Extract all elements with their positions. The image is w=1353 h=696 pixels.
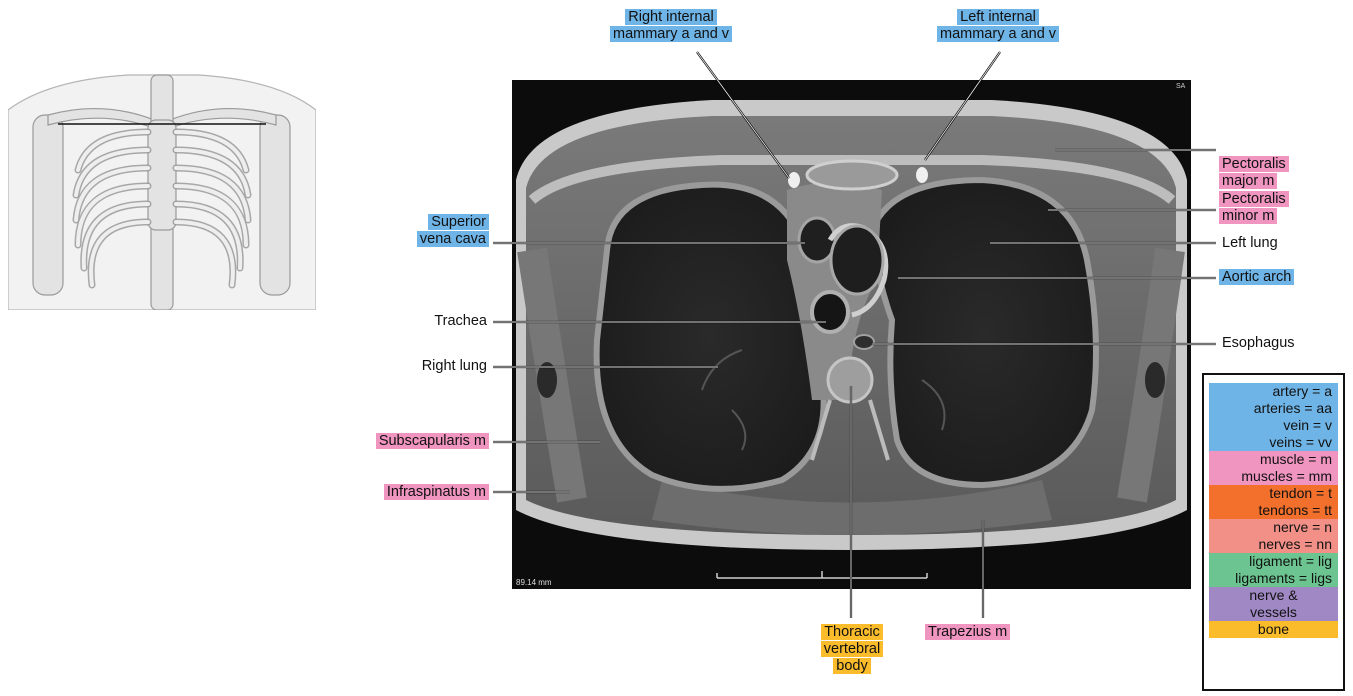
- label-left-lung: Left lung: [1222, 235, 1278, 252]
- label-left-internal-mammary: Left internal mammary a and v: [937, 9, 1059, 43]
- legend-group-nerve: nerve = n nerves = nn: [1209, 519, 1338, 553]
- legend-group-tendon: tendon = t tendons = tt: [1209, 485, 1338, 519]
- legend-group-vessels: artery = a arteries = aa vein = v veins …: [1209, 383, 1338, 451]
- label-esophagus: Esophagus: [1222, 335, 1295, 352]
- label-thoracic-vertebral-body: Thoracic vertebral body: [808, 624, 896, 675]
- label-right-lung: Right lung: [370, 358, 487, 375]
- label-pectoralis-minor: Pectoralis minor m: [1219, 191, 1289, 225]
- label-pectoralis-major: Pectoralis major m: [1219, 156, 1289, 190]
- legend-group-muscle: muscle = m muscles = mm: [1209, 451, 1338, 485]
- label-right-internal-mammary: Right internal mammary a and v: [610, 9, 732, 43]
- label-trapezius: Trapezius m: [925, 624, 1010, 641]
- scale-readout: 89.14 mm: [516, 578, 552, 587]
- label-infraspinatus: Infraspinatus m: [330, 484, 489, 501]
- orientation-marker: SA: [1176, 83, 1185, 90]
- label-superior-vena-cava: Superior vena cava: [400, 214, 489, 248]
- legend-group-nerve-vessels: nerve & vessels: [1209, 587, 1338, 621]
- legend-group-bone: bone: [1209, 621, 1338, 638]
- legend-group-ligament: ligament = lig ligaments = ligs: [1209, 553, 1338, 587]
- label-aortic-arch: Aortic arch: [1219, 269, 1294, 286]
- mri-axial-image: [512, 80, 1191, 589]
- legend-box: artery = a arteries = aa vein = v veins …: [1202, 373, 1345, 691]
- label-trachea: Trachea: [380, 313, 487, 330]
- label-subscapularis: Subscapularis m: [330, 433, 489, 450]
- orientation-thumbnail: [8, 70, 316, 310]
